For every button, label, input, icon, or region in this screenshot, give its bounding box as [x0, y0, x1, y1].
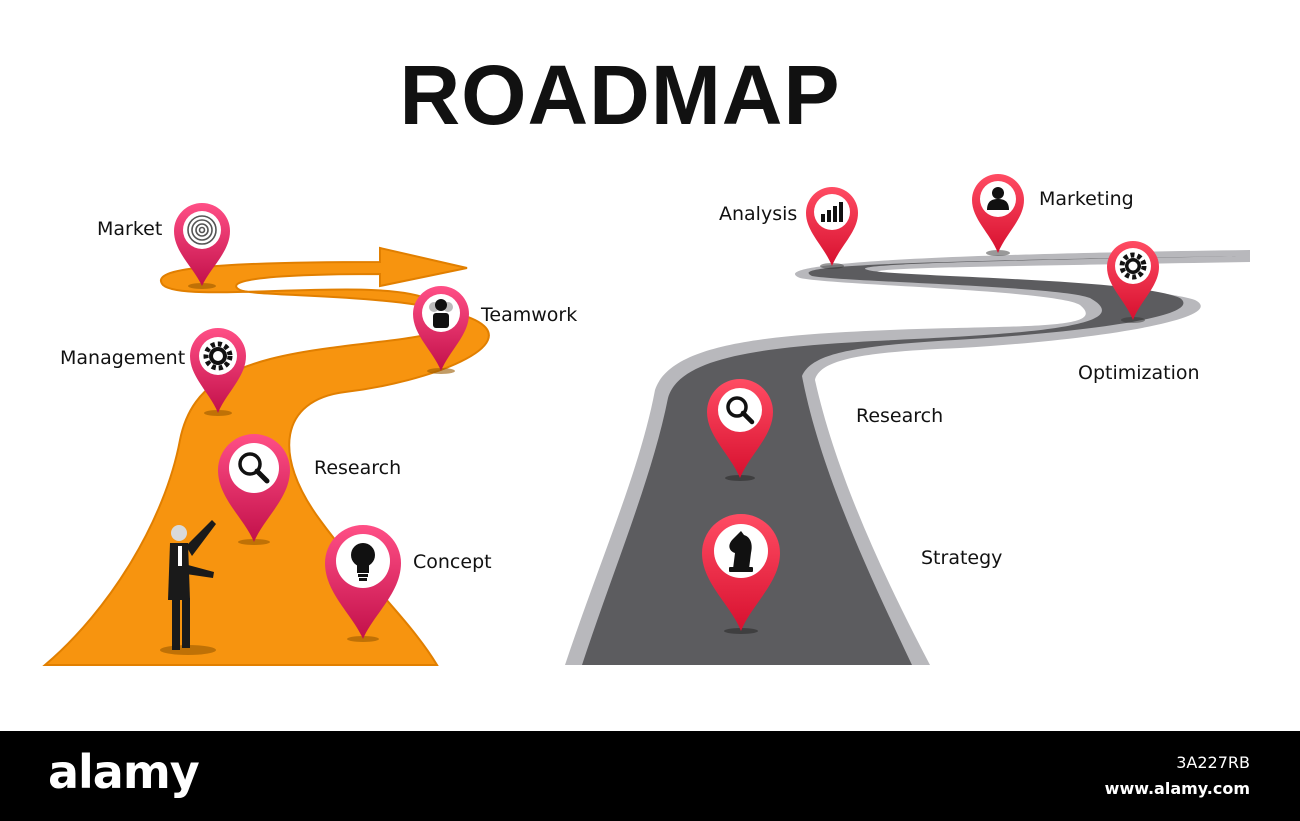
milestone-label-market: Market [97, 218, 163, 240]
page-title: ROADMAP [399, 48, 841, 142]
pin-strategy [702, 514, 780, 634]
magnifier-icon [726, 396, 755, 425]
milestone-label-research: Research [314, 457, 402, 479]
watermark-footer: alamy 3A227RB www.alamy.com [0, 731, 1300, 821]
bar-chart-icon [821, 202, 843, 222]
pin-management [190, 328, 246, 416]
milestone-label-marketing: Marketing [1039, 188, 1134, 210]
pin-analysis [806, 187, 858, 269]
milestone-label-optimization: Optimization [1078, 362, 1200, 384]
milestone-label-analysis: Analysis [719, 203, 798, 225]
person-icon [429, 299, 453, 328]
image-id: 3A227RB [1176, 753, 1250, 772]
pin-marketing [972, 174, 1024, 256]
pin-research-right [707, 379, 773, 481]
milestone-label-teamwork: Teamwork [481, 304, 578, 326]
milestone-label-strategy: Strategy [921, 547, 1003, 569]
left-pins [160, 203, 469, 655]
magnifier-icon [238, 452, 270, 484]
chess-knight-icon [729, 531, 753, 572]
user-icon [987, 187, 1009, 210]
target-icon [187, 215, 217, 245]
milestone-label-management: Management [60, 347, 186, 369]
milestone-label-research: Research [856, 405, 944, 427]
pin-research-left [218, 434, 290, 545]
businessman-figure [160, 520, 216, 655]
brand-logo: alamy [48, 745, 200, 799]
site-url: www.alamy.com [1104, 779, 1250, 798]
lightbulb-icon [351, 543, 375, 581]
milestone-label-concept: Concept [413, 551, 492, 573]
pin-teamwork [413, 286, 469, 374]
roadmap-illustration [42, 174, 1250, 666]
right-road [565, 250, 1250, 665]
gear-icon [203, 341, 233, 371]
right-pins [702, 174, 1159, 634]
pin-market [174, 203, 230, 289]
pin-optimization [1107, 241, 1159, 323]
pin-concept [325, 525, 401, 642]
gear-icon [1119, 252, 1147, 280]
